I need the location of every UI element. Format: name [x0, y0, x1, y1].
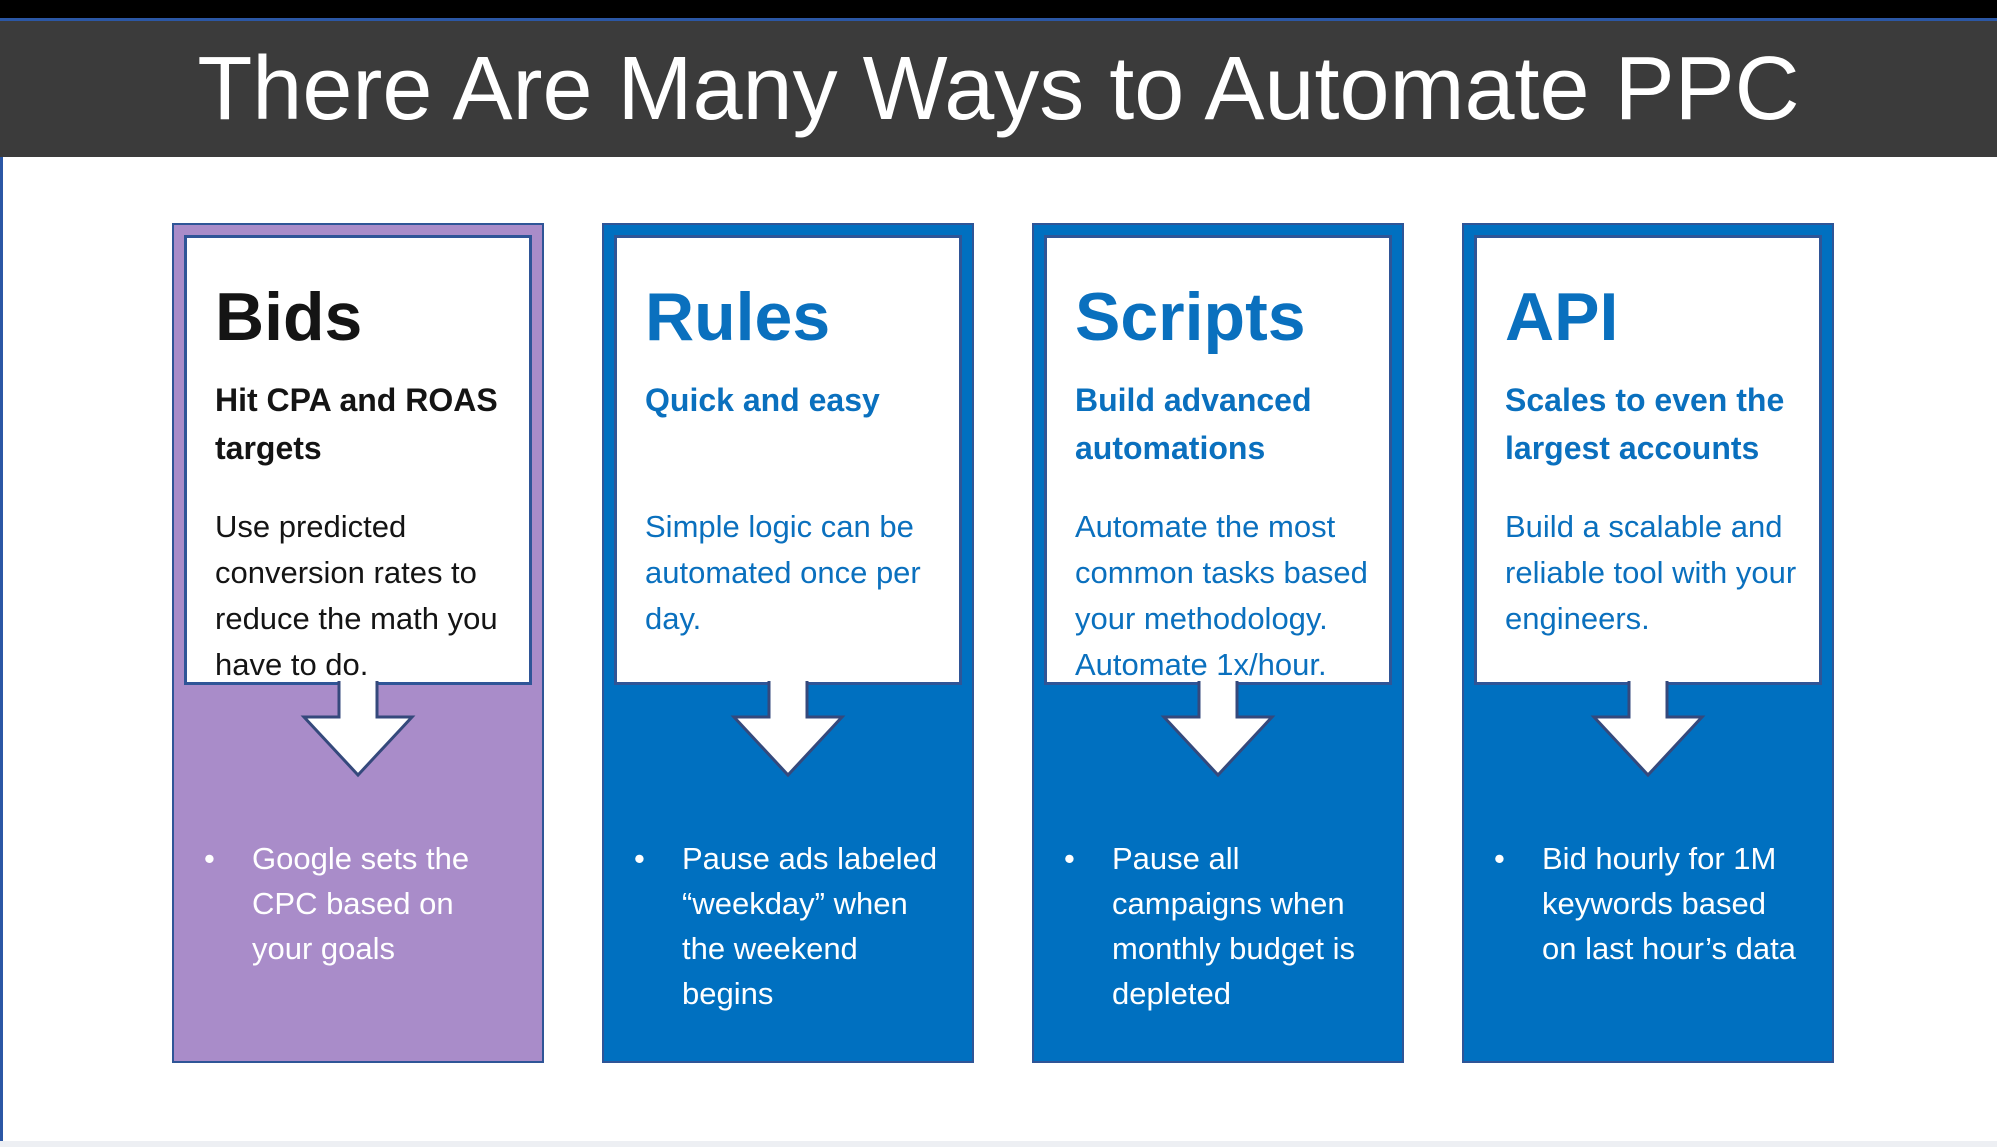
card-subtitle: Scales to even the largest accounts	[1505, 382, 1785, 467]
bullet-text: Pause ads labeled “weekday” when the wee…	[682, 841, 938, 1011]
card-bids: Bids Hit CPA and ROAS targets Use predic…	[172, 223, 544, 1063]
card-scripts-header-box: Scripts Build advanced automations Autom…	[1044, 235, 1392, 685]
card-scripts: Scripts Build advanced automations Autom…	[1032, 223, 1404, 1063]
top-strip	[0, 0, 1997, 18]
top-divider-line	[0, 18, 1997, 21]
card-description: Simple logic can be automated once per d…	[645, 509, 921, 636]
card-rules: Rules Quick and easy Simple logic can be…	[602, 223, 974, 1063]
card-title: Bids	[215, 279, 363, 355]
card-api-header-box: API Scales to even the largest accounts …	[1474, 235, 1822, 685]
bullet-text: Pause all campaigns when monthly budget …	[1112, 841, 1355, 1011]
bullet-item: • Pause ads labeled “weekday” when the w…	[634, 837, 940, 1017]
card-description: Use predicted conversion rates to reduce…	[215, 509, 498, 682]
card-description: Build a scalable and reliable tool with …	[1505, 509, 1797, 636]
title-bar: There Are Many Ways to Automate PPC	[0, 21, 1997, 157]
slide-content: Bids Hit CPA and ROAS targets Use predic…	[0, 157, 1997, 1147]
page-title: There Are Many Ways to Automate PPC	[197, 38, 1800, 139]
bottom-strip	[0, 1141, 1997, 1147]
bullet-icon: •	[1064, 841, 1075, 876]
bullet-icon: •	[1494, 841, 1505, 876]
bullet-icon: •	[204, 841, 215, 876]
arrow-down-icon	[1160, 681, 1276, 778]
arrow-down-icon	[300, 681, 416, 778]
card-bids-header-box: Bids Hit CPA and ROAS targets Use predic…	[184, 235, 532, 685]
card-title: Scripts	[1075, 279, 1306, 355]
card-description: Automate the most common tasks based you…	[1075, 509, 1368, 682]
bullet-text: Google sets the CPC based on your goals	[252, 841, 470, 966]
bullet-item: • Google sets the CPC based on your goal…	[204, 837, 510, 972]
slide-left-edge-line	[0, 157, 3, 1147]
arrow-down-icon	[1590, 681, 1706, 778]
bullet-icon: •	[634, 841, 645, 876]
card-subtitle: Build advanced automations	[1075, 382, 1312, 467]
card-subtitle: Hit CPA and ROAS targets	[215, 382, 498, 467]
card-title: Rules	[645, 279, 831, 355]
card-rules-header-box: Rules Quick and easy Simple logic can be…	[614, 235, 962, 685]
card-subtitle: Quick and easy	[645, 382, 880, 419]
bullet-text: Bid hourly for 1M keywords based on last…	[1542, 841, 1796, 966]
card-api: API Scales to even the largest accounts …	[1462, 223, 1834, 1063]
card-title: API	[1505, 279, 1619, 355]
bullet-item: • Bid hourly for 1M keywords based on la…	[1494, 837, 1800, 972]
bullet-item: • Pause all campaigns when monthly budge…	[1064, 837, 1370, 1017]
arrow-down-icon	[730, 681, 846, 778]
cards-row: Bids Hit CPA and ROAS targets Use predic…	[172, 223, 1834, 1063]
